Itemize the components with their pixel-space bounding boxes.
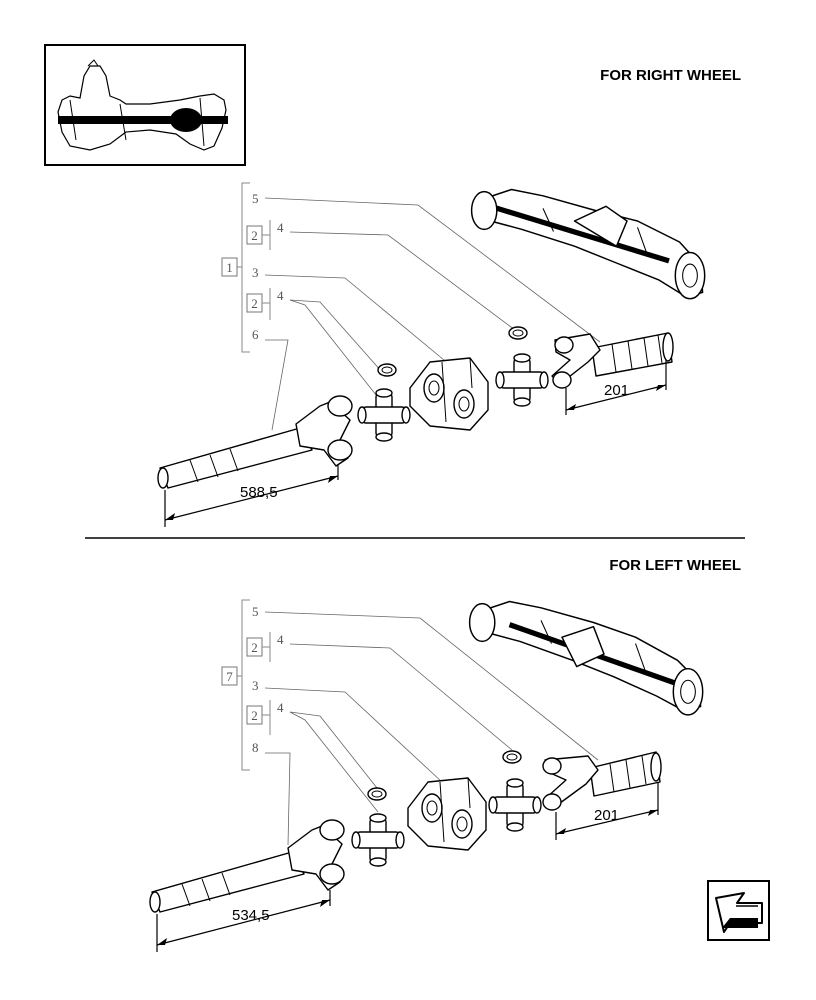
group-reference-number: 7: [226, 669, 233, 684]
stub-axle-long: [157, 395, 353, 489]
universal-joint-cross: [495, 353, 549, 407]
section-heading: FOR LEFT WHEEL: [609, 557, 741, 574]
double-yoke: [407, 777, 487, 851]
part-callout-4: 4: [277, 220, 284, 235]
snap-ring: [502, 750, 522, 764]
reference-tree: 1 5 2 4 3 2 4 6: [221, 182, 284, 353]
part-callout-5: 5: [252, 191, 259, 206]
dimension-long: 534,5: [156, 890, 331, 952]
dimension-short: 201: [565, 360, 667, 415]
group-reference-number: 1: [226, 260, 233, 275]
section-right-wheel: FOR RIGHT WHEEL 1 5 2 4 3 2 4 6: [157, 67, 741, 527]
axle-location-thumbnail-icon: [57, 59, 228, 151]
axle-housing-illustration: [468, 600, 704, 716]
leader-lines: [264, 197, 601, 431]
axle-housing-illustration: [470, 188, 706, 300]
dimension-label: 588,5: [240, 484, 278, 501]
stub-axle-long: [149, 819, 345, 913]
dimension-label: 201: [594, 807, 619, 824]
snap-ring: [367, 787, 387, 801]
snap-ring: [508, 326, 528, 340]
leader-lines: [264, 611, 599, 846]
part-callout-8: 8: [252, 740, 259, 755]
dimension-label: 201: [604, 382, 629, 399]
reference-tree: 7 5 2 4 3 2 4 8: [221, 599, 284, 771]
part-callout-5: 5: [252, 604, 259, 619]
sub-reference-number: 2: [251, 640, 258, 655]
part-callout-4: 4: [277, 632, 284, 647]
snap-ring: [377, 363, 397, 377]
section-heading: FOR RIGHT WHEEL: [600, 67, 741, 84]
universal-joint-cross: [351, 813, 405, 867]
part-callout-3: 3: [252, 265, 259, 280]
stub-axle-short: [542, 751, 662, 811]
stub-axle-short: [551, 332, 674, 389]
universal-joint-cross: [357, 388, 411, 442]
sub-reference-number: 2: [251, 228, 258, 243]
section-left-wheel: FOR LEFT WHEEL 7 5 2 4 3 2 4 8: [149, 557, 741, 952]
previous-page-arrow-icon: [715, 892, 763, 933]
part-callout-4: 4: [277, 700, 284, 715]
double-yoke: [409, 357, 489, 431]
sub-reference-number: 2: [251, 296, 258, 311]
previous-page-button[interactable]: [707, 880, 770, 941]
axle-location-thumbnail: [44, 44, 246, 166]
part-callout-3: 3: [252, 678, 259, 693]
part-callout-6: 6: [252, 327, 259, 342]
dimension-label: 534,5: [232, 907, 270, 924]
part-callout-4: 4: [277, 288, 284, 303]
dimension-short: 201: [555, 782, 659, 840]
dimension-long: 588,5: [164, 465, 339, 527]
universal-joint-cross: [488, 778, 542, 832]
sub-reference-number: 2: [251, 708, 258, 723]
